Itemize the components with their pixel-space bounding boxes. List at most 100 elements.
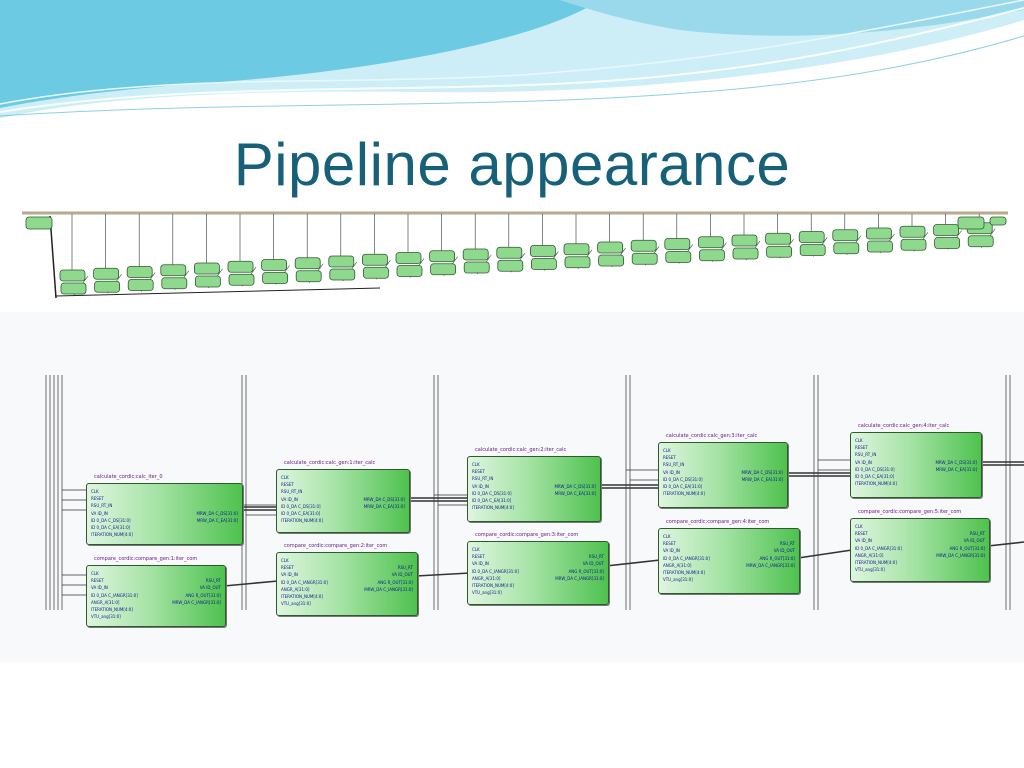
rtl-input-port: RESET [855,531,868,537]
rtl-output-port: MRW_DA C_DS[31:0] [363,496,405,502]
rtl-block-title: calculate_cordic:calc_gen:4:iter_calc [858,423,950,429]
rtl-input-port: ID 0_DA C_EA[31:0] [91,525,131,531]
rtl-input-port: VA ID_IN [663,469,680,475]
rtl-input-port: ITERATION_NUM[4:0] [855,560,897,566]
pipeline-output-stage [957,216,985,230]
rtl-block-output-ports: MRW_DA C_DS[31:0]MRW_DA C_EA[31:0] [554,483,596,497]
rtl-input-port: RESET [281,565,294,571]
rtl-block-title: compare_cordic:compare_gen:3:iter_com [475,532,579,538]
pipeline-stage-block [497,259,524,272]
pipeline-stage-block [699,249,725,262]
rtl-input-port: RESET [663,455,676,461]
pipeline-stage-block [832,229,859,242]
rtl-output-port: RSU_RT [588,554,604,560]
rtl-input-port: ID 0_DA C_DS[31:0] [855,466,895,472]
rtl-input-port: VTU_ang[31:0] [855,567,885,573]
rtl-output-port: ANG R_OUT[31:0] [568,568,604,574]
rtl-block-output-ports: MRW_DA C_DS[31:0]MRW_DA C_EA[31:0] [196,510,238,524]
rtl-input-port: ANGR_A[31:0] [91,599,120,605]
pipeline-stage-block [160,264,187,277]
pipeline-stage-block [900,238,927,251]
pipeline-stage-block [396,265,423,277]
pipeline-stage-block [664,238,691,250]
rtl-input-port: VA ID_IN [281,496,298,502]
rtl-input-port: ITERATION_NUM[4:0] [472,583,514,589]
rtl-input-port: RESET [91,496,104,502]
rtl-input-port: RESET [855,445,868,451]
rtl-input-port: RSU_RT_IN [281,489,303,495]
pipeline-stage-block [564,256,591,269]
rtl-input-port: ITERATION_NUM[4:0] [281,518,323,524]
pipeline-stage-block [766,245,792,258]
rtl-block-title: compare_cordic:compare_gen:1:iter_com [94,556,198,562]
pipeline-stage-block [799,244,826,256]
rtl-output-port: ANG R_OUT[31:0] [377,579,413,585]
rtl-input-port: VA ID_IN [91,585,108,591]
rtl-input-port: VTU_ang[31:0] [91,614,121,620]
rtl-output-port: MRW_DA C_EA[31:0] [196,517,238,523]
rtl-block-title: calculate_cordic:calc_gen:2:iter_calc [475,447,567,453]
rtl-input-port: RSU_RT_IN [663,462,685,468]
slide-title: Pipeline appearance [233,131,791,198]
schematic-bus-wire [797,549,853,559]
pipeline-stage-block [463,261,490,274]
pipeline-stage-block [462,248,489,261]
rtl-output-port: MRW_DA C_EA[31:0] [741,476,783,482]
rtl-block-output-ports: MRW_DA C_DS[31:0]MRW_DA C_EA[31:0] [935,459,977,473]
pipeline-stage-block [361,253,388,266]
wave-line-1 [0,7,1024,113]
rtl-input-port: CLK [663,448,671,453]
pipeline-stage-block [429,250,456,263]
rtl-output-port: RSU_RT [779,541,795,547]
rtl-input-port: ANGR_A[31:0] [855,552,884,558]
rtl-input-port: ID 0_DA C_DS[31:0] [663,476,703,482]
rtl-output-port: RSU_RT [397,565,413,571]
rtl-input-port: CLK [91,489,99,494]
rtl-input-port: RSU_RT_IN [91,503,113,509]
rtl-input-port: RESET [663,541,676,547]
rtl-input-port: VA ID_IN [855,538,872,544]
pipeline-stage-block [93,267,119,280]
pipeline-stage-block [362,266,389,279]
pipeline-stage-block [934,237,960,249]
rtl-output-port: ANG R_OUT[31:0] [759,555,795,561]
pipeline-stage-block [765,232,791,245]
rtl-input-port: CLK [281,558,289,563]
rtl-output-port: MRW_DA C_DS[31:0] [554,483,596,489]
rtl-input-port: VA ID_IN [472,561,489,567]
rtl-input-port: RESET [281,482,294,488]
pipeline-stage-block [294,257,321,270]
pipeline-stage-block [328,255,355,268]
schematic-bus-wire [415,572,471,577]
rtl-input-port: RESET [472,554,485,560]
pipeline-stage-block [262,272,289,284]
rtl-input-port: ID 0_DA C_IANGR[31:0] [855,545,902,551]
rtl-block-title: calculate_cordic:calc_gen:3:iter_calc [666,433,758,439]
rtl-block-title: compare_cordic:compare_gen:4:iter_com [666,519,770,525]
rtl-output-port: MRW_DA C_IANGR[31:0] [364,586,413,592]
rtl-output-port: MRW_DA C_IANGR[31:0] [555,575,604,581]
rtl-input-port: ITERATION_NUM[4:0] [281,594,323,600]
rtl-input-port: VA ID_IN [855,459,872,465]
pipeline-stage-block [967,235,994,248]
rtl-input-port: RESET [472,469,485,475]
rtl-input-port: ID 0_DA C_IANGR[31:0] [91,592,138,598]
rtl-block-title: compare_cordic:compare_gen:5:iter_com [858,509,962,515]
rtl-input-port: ID 0_DA C_IANGR[31:0] [281,579,328,585]
rtl-input-port: CLK [663,534,671,539]
rtl-input-port: ID 0_DA C_IANGR[31:0] [472,568,519,574]
